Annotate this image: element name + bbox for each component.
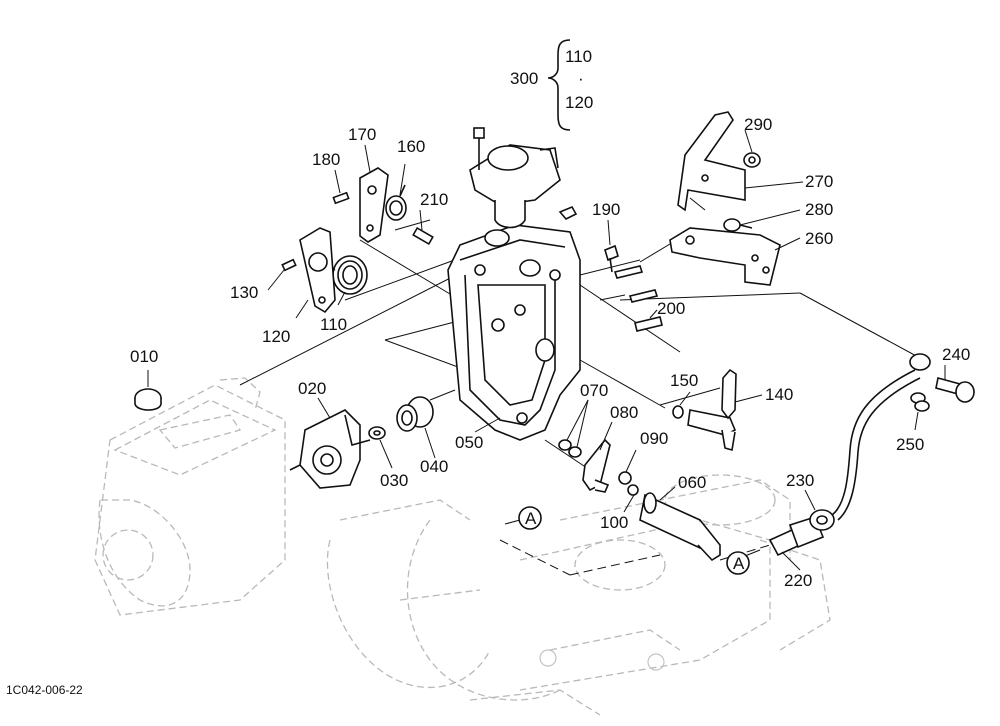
part-080-plate [582, 438, 611, 493]
part-190-screws [558, 205, 619, 273]
part-200-studs [613, 265, 663, 332]
callout-labels: 300 110 · 120 010 020 030 040 050 060 07… [6, 47, 970, 697]
part-270-bracket [677, 111, 746, 212]
callout-leaders [147, 129, 946, 571]
callout-080: 080 [610, 403, 638, 422]
part-180-pin [332, 191, 350, 205]
callout-060: 060 [678, 473, 706, 492]
callout-100: 100 [600, 513, 628, 532]
callout-050: 050 [455, 433, 483, 452]
part-250-washers [910, 392, 930, 412]
part-290-nut [743, 152, 761, 168]
view-marker-a-left-label: A [525, 509, 537, 528]
ghost-engine-outline [94, 377, 831, 716]
part-260-bracket [669, 227, 781, 286]
callout-210: 210 [420, 190, 448, 209]
part-210-pin [412, 226, 434, 246]
part-240-bolt [909, 353, 975, 403]
callout-020: 020 [298, 379, 326, 398]
callout-130: 130 [230, 283, 258, 302]
part-160-spring [385, 184, 407, 221]
part-230-nut [809, 509, 835, 531]
callout-040: 040 [420, 457, 448, 476]
part-100-washer [627, 484, 639, 496]
callout-220: 220 [784, 571, 812, 590]
part-030-washer [368, 426, 386, 440]
part-090-washer [618, 471, 632, 485]
diagram-code: 1C042-006-22 [6, 683, 83, 697]
callout-090: 090 [640, 429, 668, 448]
callout-240: 240 [942, 345, 970, 364]
part-280-bolt [723, 218, 753, 232]
assembly-lines [239, 219, 921, 576]
view-marker-a-right [726, 551, 750, 575]
callout-260: 260 [805, 229, 833, 248]
group-item-120: 120 [565, 93, 593, 112]
part-140-lever [687, 368, 737, 452]
callout-030: 030 [380, 471, 408, 490]
callout-120: 120 [262, 327, 290, 346]
callout-190: 190 [592, 200, 620, 219]
view-marker-a-right-label: A [733, 554, 745, 573]
callout-250: 250 [896, 435, 924, 454]
view-marker-a-left [518, 506, 542, 530]
part-120-lever [299, 227, 336, 314]
part-150-oring [672, 405, 684, 419]
part-170-plate [359, 167, 389, 243]
part-050-housing [447, 224, 581, 441]
part-pipe [831, 369, 921, 521]
callout-150: 150 [670, 371, 698, 390]
callout-180: 180 [312, 150, 340, 169]
callout-110: 110 [320, 315, 347, 334]
part-040-bushing [396, 396, 434, 432]
callout-140: 140 [765, 385, 793, 404]
part-060-shaft [639, 492, 721, 562]
callout-270: 270 [805, 172, 833, 191]
callout-070: 070 [580, 381, 608, 400]
part-070-orings [558, 439, 582, 458]
callout-230: 230 [786, 471, 814, 490]
callout-170: 170 [348, 125, 376, 144]
callout-010: 010 [130, 347, 158, 366]
group-300-bracket [547, 39, 571, 131]
part-020-bracket [289, 409, 371, 489]
callout-160: 160 [397, 137, 425, 156]
part-solenoid [469, 127, 561, 229]
callout-280: 280 [805, 200, 833, 219]
group-item-dot: · [578, 69, 584, 88]
callout-300: 300 [510, 69, 538, 88]
part-130-pin [281, 258, 297, 272]
callout-200: 200 [657, 299, 685, 318]
part-010-cap [134, 388, 162, 411]
callout-290: 290 [744, 115, 772, 134]
group-item-110: 110 [565, 47, 592, 66]
